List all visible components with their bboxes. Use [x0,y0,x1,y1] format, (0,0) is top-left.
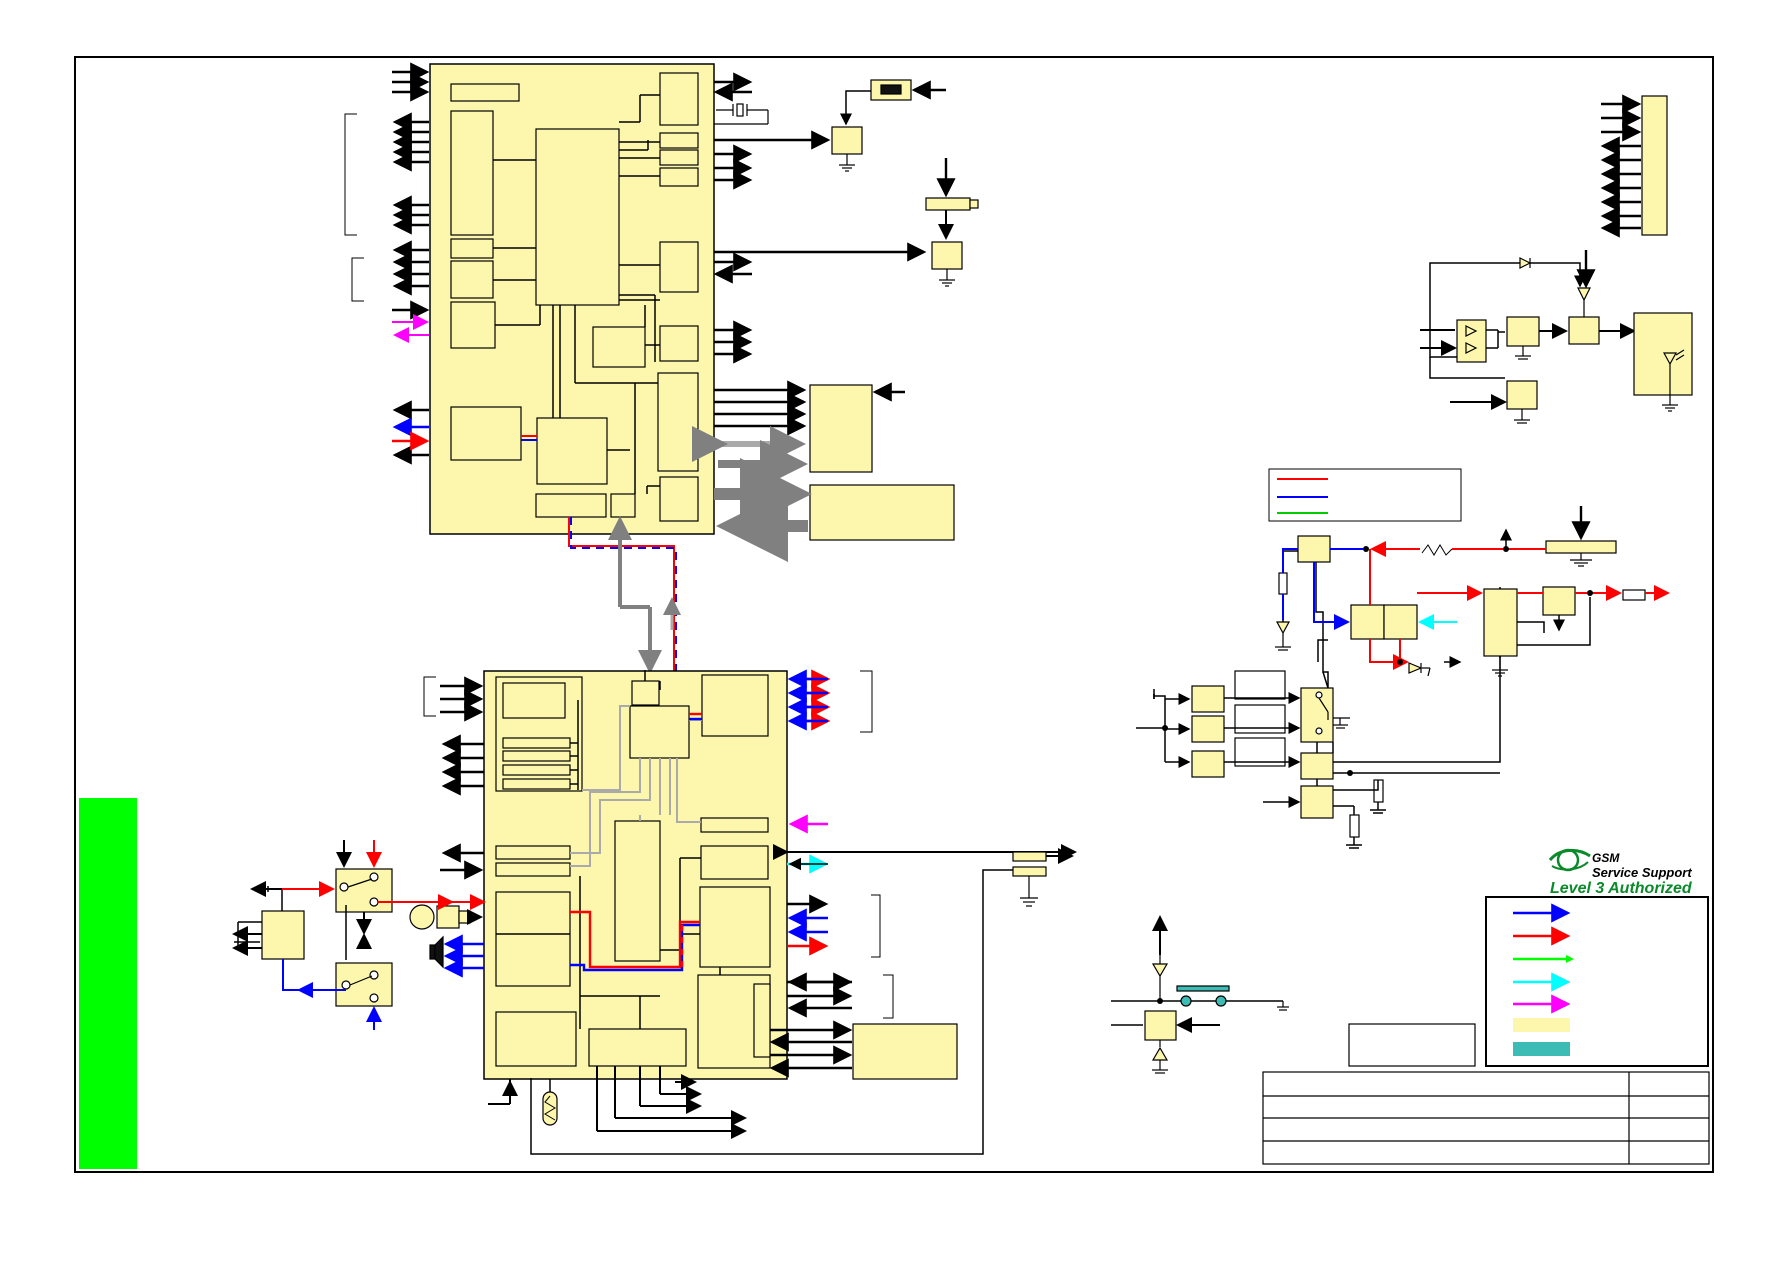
node-2 [1503,546,1509,552]
node-7 [1157,998,1163,1004]
node-3 [1587,590,1593,596]
processor-wiring [493,94,660,494]
keypad-arrows [769,972,853,1078]
power-key-circuit [1111,915,1289,1074]
right-io-arrows-lower [787,669,831,956]
bracket-right-3 [883,974,894,1019]
logo-line-2: Service Support [1592,865,1692,880]
keypad-block [852,1023,958,1080]
bottom-io-arrows [488,1066,747,1139]
battery-connector [530,848,1074,1155]
backlight-circuit [1420,250,1693,424]
charging-wires-blue [1282,548,1363,630]
node-1 [1363,546,1369,552]
left-io-arrows-upper [392,62,430,465]
gsm-logo: GSM Service Support Level 3 Authorized [1548,848,1693,897]
logo-line-1: GSM [1592,851,1620,865]
bracket-right-1 [860,670,873,733]
memory-block [809,484,955,541]
bracket-right-2 [871,894,881,958]
bracket-left-2 [351,257,364,302]
sheet-border [74,56,1714,1173]
node-6 [1347,770,1353,776]
rf-blue-down [282,959,304,991]
charging-circuit [1275,506,1646,677]
mic-and-speaker [409,904,483,969]
node-5 [1162,725,1168,731]
display-connector-block [809,384,873,473]
line-legend [1268,468,1462,522]
right-io-arrows-upper [713,72,927,436]
left-io-arrows-lower [440,676,484,880]
analog-block [483,670,788,1080]
vibrator-block [925,158,979,287]
charging-wires-black [1282,550,1591,688]
processor-block [429,63,715,535]
charging-wires-red [1369,541,1670,670]
sim-block [831,79,946,172]
bracket-left-1 [344,113,357,236]
logo-line-3: Level 3 Authorized [1550,880,1693,897]
bracket-left-3 [423,676,436,717]
title-block [1262,1071,1710,1165]
crystal [714,103,769,125]
node-4 [1397,659,1403,665]
interconnect-bus [568,516,681,700]
arrow-legend [1485,896,1709,1067]
notes-box [1348,1023,1476,1067]
analog-red-blue-wiring [570,712,702,972]
antenna-switch [232,840,393,1030]
earpiece-arrows [443,934,484,978]
connector-strip [1600,94,1668,238]
analog-wiring [496,670,721,1029]
sidebar-band [79,798,137,1169]
thermistor-zigzag [544,1095,556,1121]
